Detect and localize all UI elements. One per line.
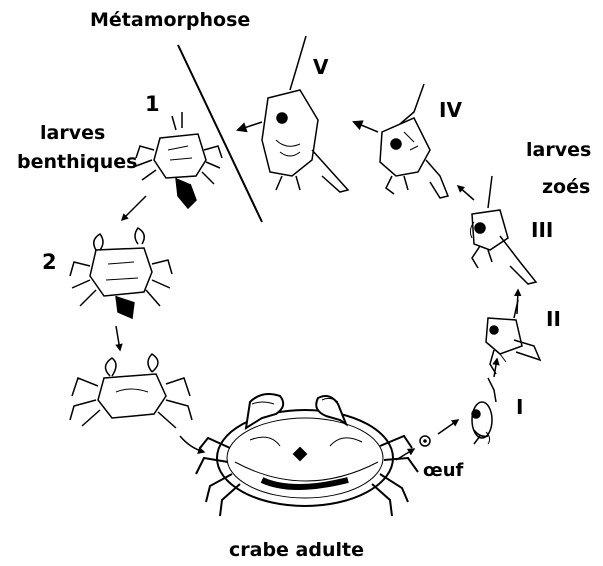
juvenile-crab-drawing bbox=[70, 354, 192, 428]
stage-1-label: 1 bbox=[145, 94, 160, 115]
zoea-larva-I bbox=[472, 378, 496, 444]
zoea-larva-V bbox=[262, 36, 348, 192]
zoea-larvae-label-line1: larves bbox=[526, 141, 591, 160]
benthic-larvae-label-line2: benthiques bbox=[17, 153, 137, 172]
stage-II-label: II bbox=[546, 309, 561, 329]
arrow-juvenile-to-adult bbox=[180, 436, 204, 452]
metamorphose-label: Métamorphose bbox=[90, 11, 250, 30]
arrow-1-to-2 bbox=[122, 196, 146, 220]
arrow-egg-to-I bbox=[438, 420, 458, 434]
zoea-larvae-label-line2: zoés bbox=[542, 178, 590, 197]
adult-crab-drawing bbox=[196, 394, 418, 516]
stage-IV-label: IV bbox=[439, 100, 462, 120]
zoea-larva-IV bbox=[380, 84, 448, 198]
zoea-larva-II bbox=[486, 300, 540, 374]
benthic-larva-2 bbox=[70, 228, 172, 318]
stage-III-label: III bbox=[531, 220, 553, 240]
arrow-2-to-juvenile bbox=[116, 326, 120, 350]
stage-2-label: 2 bbox=[42, 252, 57, 273]
adult-crab-label: crabe adulte bbox=[229, 541, 364, 560]
arrow-IV-to-V bbox=[354, 122, 378, 132]
egg-drawing bbox=[420, 436, 430, 446]
arrow-III-to-IV bbox=[458, 186, 474, 200]
egg-label: œuf bbox=[423, 462, 463, 480]
zoea-larva-III bbox=[470, 176, 536, 284]
arrow-II-to-III bbox=[517, 290, 518, 314]
benthic-larvae-label-line1: larves bbox=[40, 124, 105, 143]
benthic-larva-1 bbox=[136, 112, 222, 208]
stage-I-label: I bbox=[516, 397, 523, 417]
arrow-V-to-1 bbox=[238, 122, 262, 130]
stage-V-label: V bbox=[313, 57, 328, 77]
